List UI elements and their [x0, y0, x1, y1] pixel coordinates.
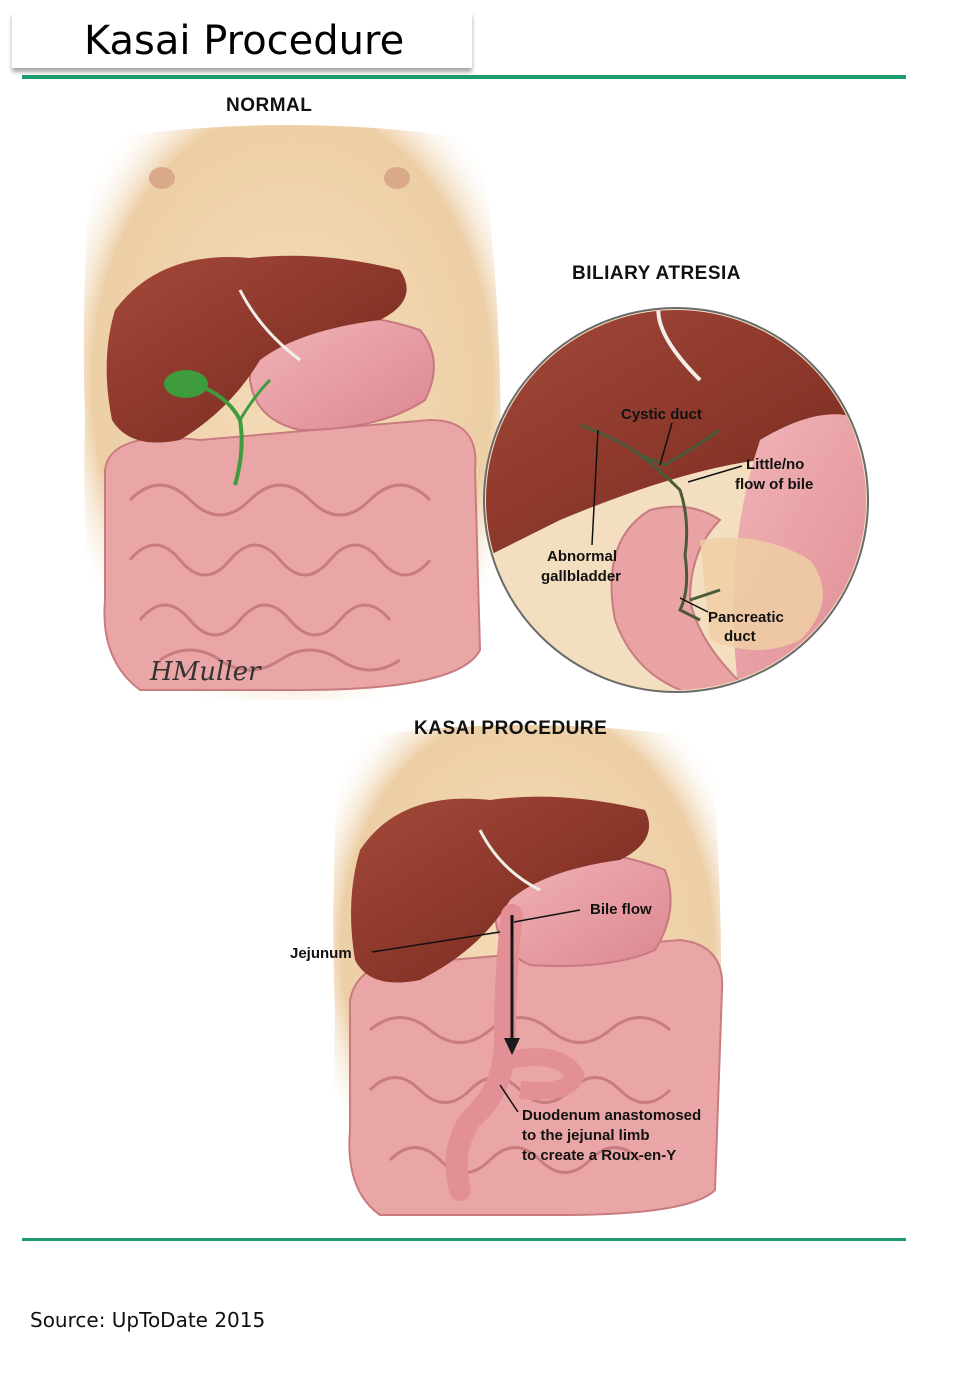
- bottom-divider: [22, 1238, 906, 1241]
- duodenum-label-2: to the jejunal limb: [522, 1127, 650, 1144]
- source-citation: Source: UpToDate 2015: [30, 1308, 265, 1332]
- little-flow-label-2: flow of bile: [735, 476, 813, 493]
- artist-signature: HMuller: [149, 657, 262, 687]
- biliary-atresia-heading: BILIARY ATRESIA: [572, 263, 741, 284]
- normal-heading: NORMAL: [226, 95, 312, 116]
- kasai-heading: KASAI PROCEDURE: [414, 718, 607, 739]
- duodenum-label-1: Duodenum anastomosed: [522, 1107, 701, 1124]
- pancreatic-duct-label-2: duct: [724, 628, 756, 645]
- little-flow-label-1: Little/no: [746, 456, 804, 473]
- cystic-duct-label: Cystic duct: [621, 406, 702, 423]
- duodenum-label-3: to create a Roux-en-Y: [522, 1147, 676, 1164]
- normal-intestines: [104, 420, 480, 690]
- pancreatic-duct-label-1: Pancreatic: [708, 609, 784, 626]
- biliary-atresia-inset: [480, 300, 900, 700]
- abnormal-gallbladder-label-1: Abnormal: [547, 548, 617, 565]
- abnormal-gallbladder-label-2: gallbladder: [541, 568, 621, 585]
- jejunum-label: Jejunum: [290, 945, 352, 962]
- bile-flow-label: Bile flow: [590, 901, 652, 918]
